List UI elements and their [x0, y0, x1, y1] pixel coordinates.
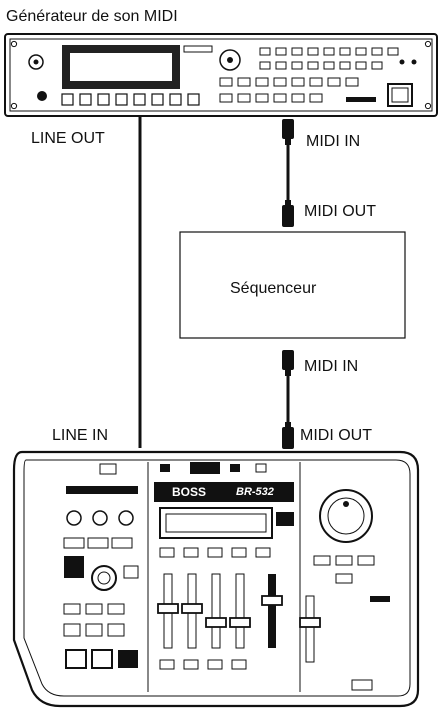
recorder-brand-label: BOSS [172, 485, 207, 499]
sound-generator-midi-in-label: MIDI IN [306, 133, 361, 150]
sequencer-label: Séquenceur [230, 280, 317, 297]
sequencer-midi-out-label: MIDI OUT [300, 427, 372, 444]
sound-generator-midi-out-label: MIDI OUT [304, 203, 376, 220]
recorder-model-label: BR-532 [236, 486, 274, 498]
sound-generator-line-out-label: LINE OUT [31, 130, 105, 147]
br532-recorder [12, 450, 420, 708]
diagram-title: Générateur de son MIDI [6, 8, 178, 25]
sequencer-box [179, 231, 406, 339]
sequencer-midi-in-label: MIDI IN [304, 358, 359, 375]
recorder-line-in-label: LINE IN [52, 427, 109, 444]
midi-cable-upper [282, 119, 294, 227]
midi-sound-generator [4, 33, 438, 117]
midi-cable-lower [282, 350, 294, 449]
